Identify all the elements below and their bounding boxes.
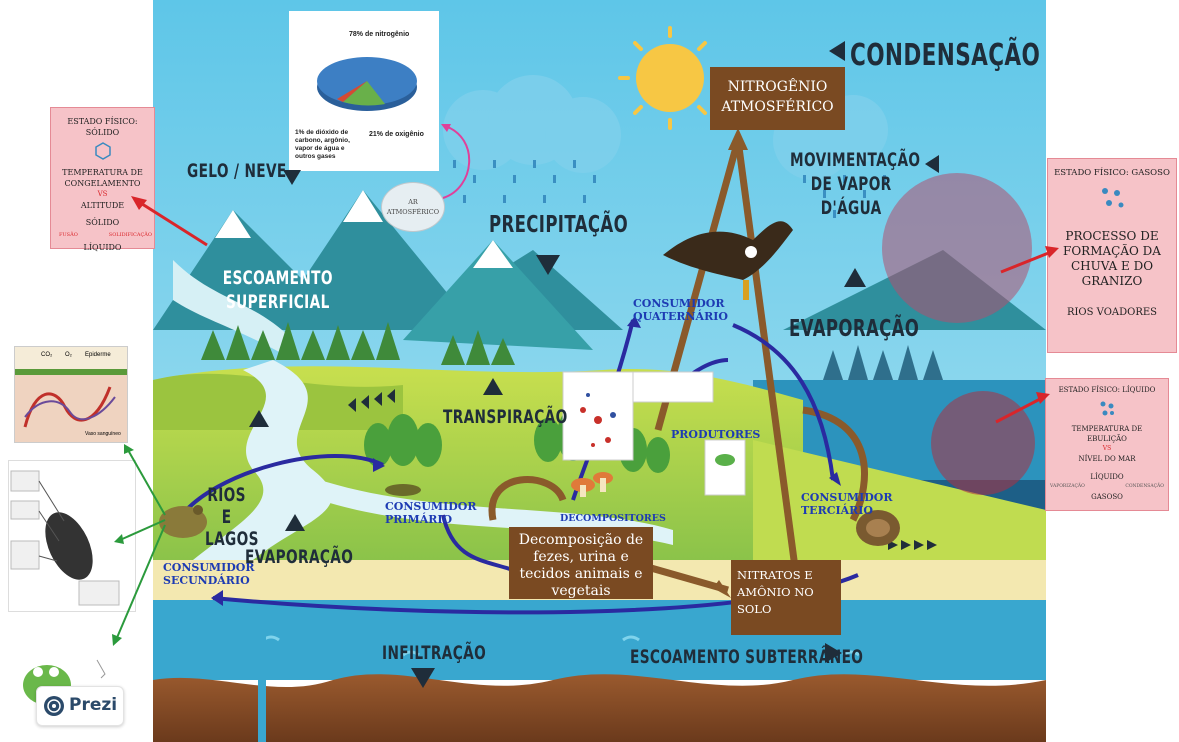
pie-chart-svg — [317, 57, 417, 111]
ar-atmosferico-label: AR ATMOSFÉRICO — [386, 198, 440, 216]
sea-highlight — [931, 391, 1035, 495]
resp-epiderme: Epiderme — [85, 352, 111, 358]
prezi-badge[interactable]: Prezi — [36, 686, 124, 726]
solid-solido: SÓLIDO — [85, 218, 120, 227]
transpiracao-arrow-icon — [483, 378, 503, 395]
frog — [159, 505, 207, 538]
label-escoamento-subterraneo: ESCOAMENTO SUBTERRÂNEO — [630, 646, 864, 668]
label-consumidor-quaternario: CONSUMIDOR QUATERNÁRIO — [633, 297, 728, 323]
solid-fusao: FUSÃO — [59, 232, 78, 238]
liquid-line2: NÍVEL DO MAR — [1078, 455, 1136, 463]
solid-title: ESTADO FÍSICO: SÓLIDO — [67, 117, 138, 137]
cloud-highlight — [882, 173, 1032, 323]
pie-slice-other — [337, 81, 367, 102]
pie-slice-oxygen — [343, 81, 385, 106]
resp-vaso: Vaso sanguíneo — [85, 431, 121, 437]
mountain-center — [403, 240, 593, 350]
ar-atmosferico-bubble: AR ATMOSFÉRICO — [381, 182, 445, 232]
river — [193, 360, 332, 560]
label-precipitacao: PRECIPITAÇÃO — [489, 212, 629, 238]
solid-solidificacao: SOLIDIFICAÇÃO — [108, 232, 152, 238]
label-consumidor-terciario: CONSUMIDOR TERCIÁRIO — [801, 491, 893, 517]
box-decomposicao: Decomposição de fezes, urina e tecidos a… — [509, 527, 653, 599]
liquid-condensacao: CONDENSAÇÃO — [1125, 484, 1164, 489]
frog-anatomy-diagram — [8, 460, 136, 612]
solid-state-box: ESTADO FÍSICO: SÓLIDO TEMPERATURA DE CON… — [50, 107, 155, 252]
pink-connector — [441, 124, 471, 199]
liquid-connector-arrow — [995, 392, 1050, 424]
label-gelo-neve: GELO / NEVE — [187, 160, 287, 182]
river-arrow-icon — [249, 410, 269, 427]
gas-molecules-icon — [1102, 188, 1124, 208]
gas-title: ESTADO FÍSICO: GASOSO — [1054, 168, 1170, 178]
grasshopper — [385, 484, 421, 496]
label-consumidor-primario: CONSUMIDOR PRIMÁRIO — [385, 500, 477, 526]
pie-label-nitrogen: 78% de nitrogênio — [349, 31, 410, 38]
nitrogen-cycle-arrows — [488, 139, 868, 594]
label-infiltracao: INFILTRAÇÃO — [382, 642, 487, 664]
gelo-arrow-icon — [283, 170, 301, 185]
prezi-label: Prezi — [69, 695, 118, 715]
condensacao-arrow-icon — [829, 41, 845, 61]
liquid-gasoso: GASOSO — [1091, 493, 1123, 501]
solid-line2: ALTITUDE — [80, 201, 125, 210]
evaporacao-right-arrow-icon — [844, 268, 866, 287]
box-nitratos: NITRATOS E AMÔNIO NO SOLO — [731, 560, 841, 635]
label-condensacao: CONDENSAÇÃO — [850, 38, 1041, 73]
resp-o2: O₂ — [65, 352, 72, 358]
escoamento-arrow-icon — [825, 643, 842, 663]
label-consumidor-secundario: CONSUMIDOR SECUNDÁRIO — [163, 561, 255, 587]
evaporacao-left-arrow-icon — [285, 514, 305, 531]
prezi-logo-icon — [44, 696, 64, 716]
infiltracao-arrow-icon — [411, 668, 435, 688]
label-movimentacao: MOVIMENTAÇÃO DE VAPOR D'ÁGUA — [790, 149, 921, 219]
resp-co2: CO₂ — [41, 352, 53, 358]
label-transpiracao: TRANSPIRAÇÃO — [443, 406, 568, 428]
liquid-title: ESTADO FÍSICO: LÍQUIDO — [1058, 386, 1156, 394]
gas-rios-voadores: RIOS VOADORES — [1066, 307, 1158, 318]
gas-connector-arrow — [1000, 246, 1059, 274]
liquid-vs: VS — [1102, 445, 1112, 452]
label-evaporacao-right: EVAPORAÇÃO — [789, 316, 920, 342]
soil — [153, 674, 1046, 742]
liquid-liquido: LÍQUIDO — [1090, 473, 1124, 481]
label-escoamento-superficial: ESCOAMENTO SUPERFICIAL — [222, 267, 333, 313]
solid-connector-arrow — [131, 196, 208, 247]
scene-background — [153, 0, 1046, 742]
solid-line1: TEMPERATURA DE CONGELAMENTO — [62, 168, 143, 188]
atmosphere-pie-chart: 78% de nitrogênio 1% de dióxido de carbo… — [289, 11, 439, 171]
solid-liquido: LÍQUIDO — [83, 243, 122, 252]
gas-body: PROCESSO DE FORMAÇÃO DA CHUVA E DO GRANI… — [1063, 229, 1161, 288]
box-nitrogenio-atmosferico: NITROGÊNIO ATMOSFÉRICO — [710, 67, 845, 130]
label-produtores: PRODUTORES — [671, 428, 761, 441]
plant-thumbnail — [704, 439, 746, 496]
eagle — [663, 221, 793, 300]
label-evaporacao-left: EVAPORAÇÃO — [245, 546, 354, 568]
label-rios-lagos: RIOS E LAGOS — [205, 484, 259, 550]
water-cycle-illustration: 78% de nitrogênio 1% de dióxido de carbo… — [153, 0, 1046, 742]
pie-label-oxygen: 21% de oxigênio — [369, 131, 424, 138]
groundwater — [153, 600, 1046, 680]
green-connector-arrows — [112, 444, 166, 646]
label-decompositores: DECOMPOSITORES — [560, 513, 666, 524]
snake — [856, 510, 900, 546]
ice-crystal-icon — [94, 142, 111, 160]
water-molecules-icon — [1100, 401, 1114, 416]
pie-label-other: 1% de dióxido de carbono, argônio, vapor… — [295, 129, 350, 160]
liquid-state-box: ESTADO FÍSICO: LÍQUIDO TEMPERATURA DE EB… — [1045, 378, 1169, 511]
precipitacao-arrow-icon — [536, 255, 560, 275]
skin-respiration-diagram: CO₂ O₂ Epiderme Vaso sanguíneo — [14, 346, 128, 443]
gas-state-box: ESTADO FÍSICO: GASOSO PROCESSO DE FORMAÇ… — [1047, 158, 1177, 353]
liquid-vaporizacao: VAPORIZAÇÃO — [1050, 484, 1085, 489]
solid-vs: VS — [97, 190, 108, 198]
movimentacao-arrow-icon — [925, 155, 939, 173]
fertilizer-thumbnail — [632, 371, 714, 403]
liquid-line1: TEMPERATURA DE EBULIÇÃO — [1071, 425, 1143, 443]
